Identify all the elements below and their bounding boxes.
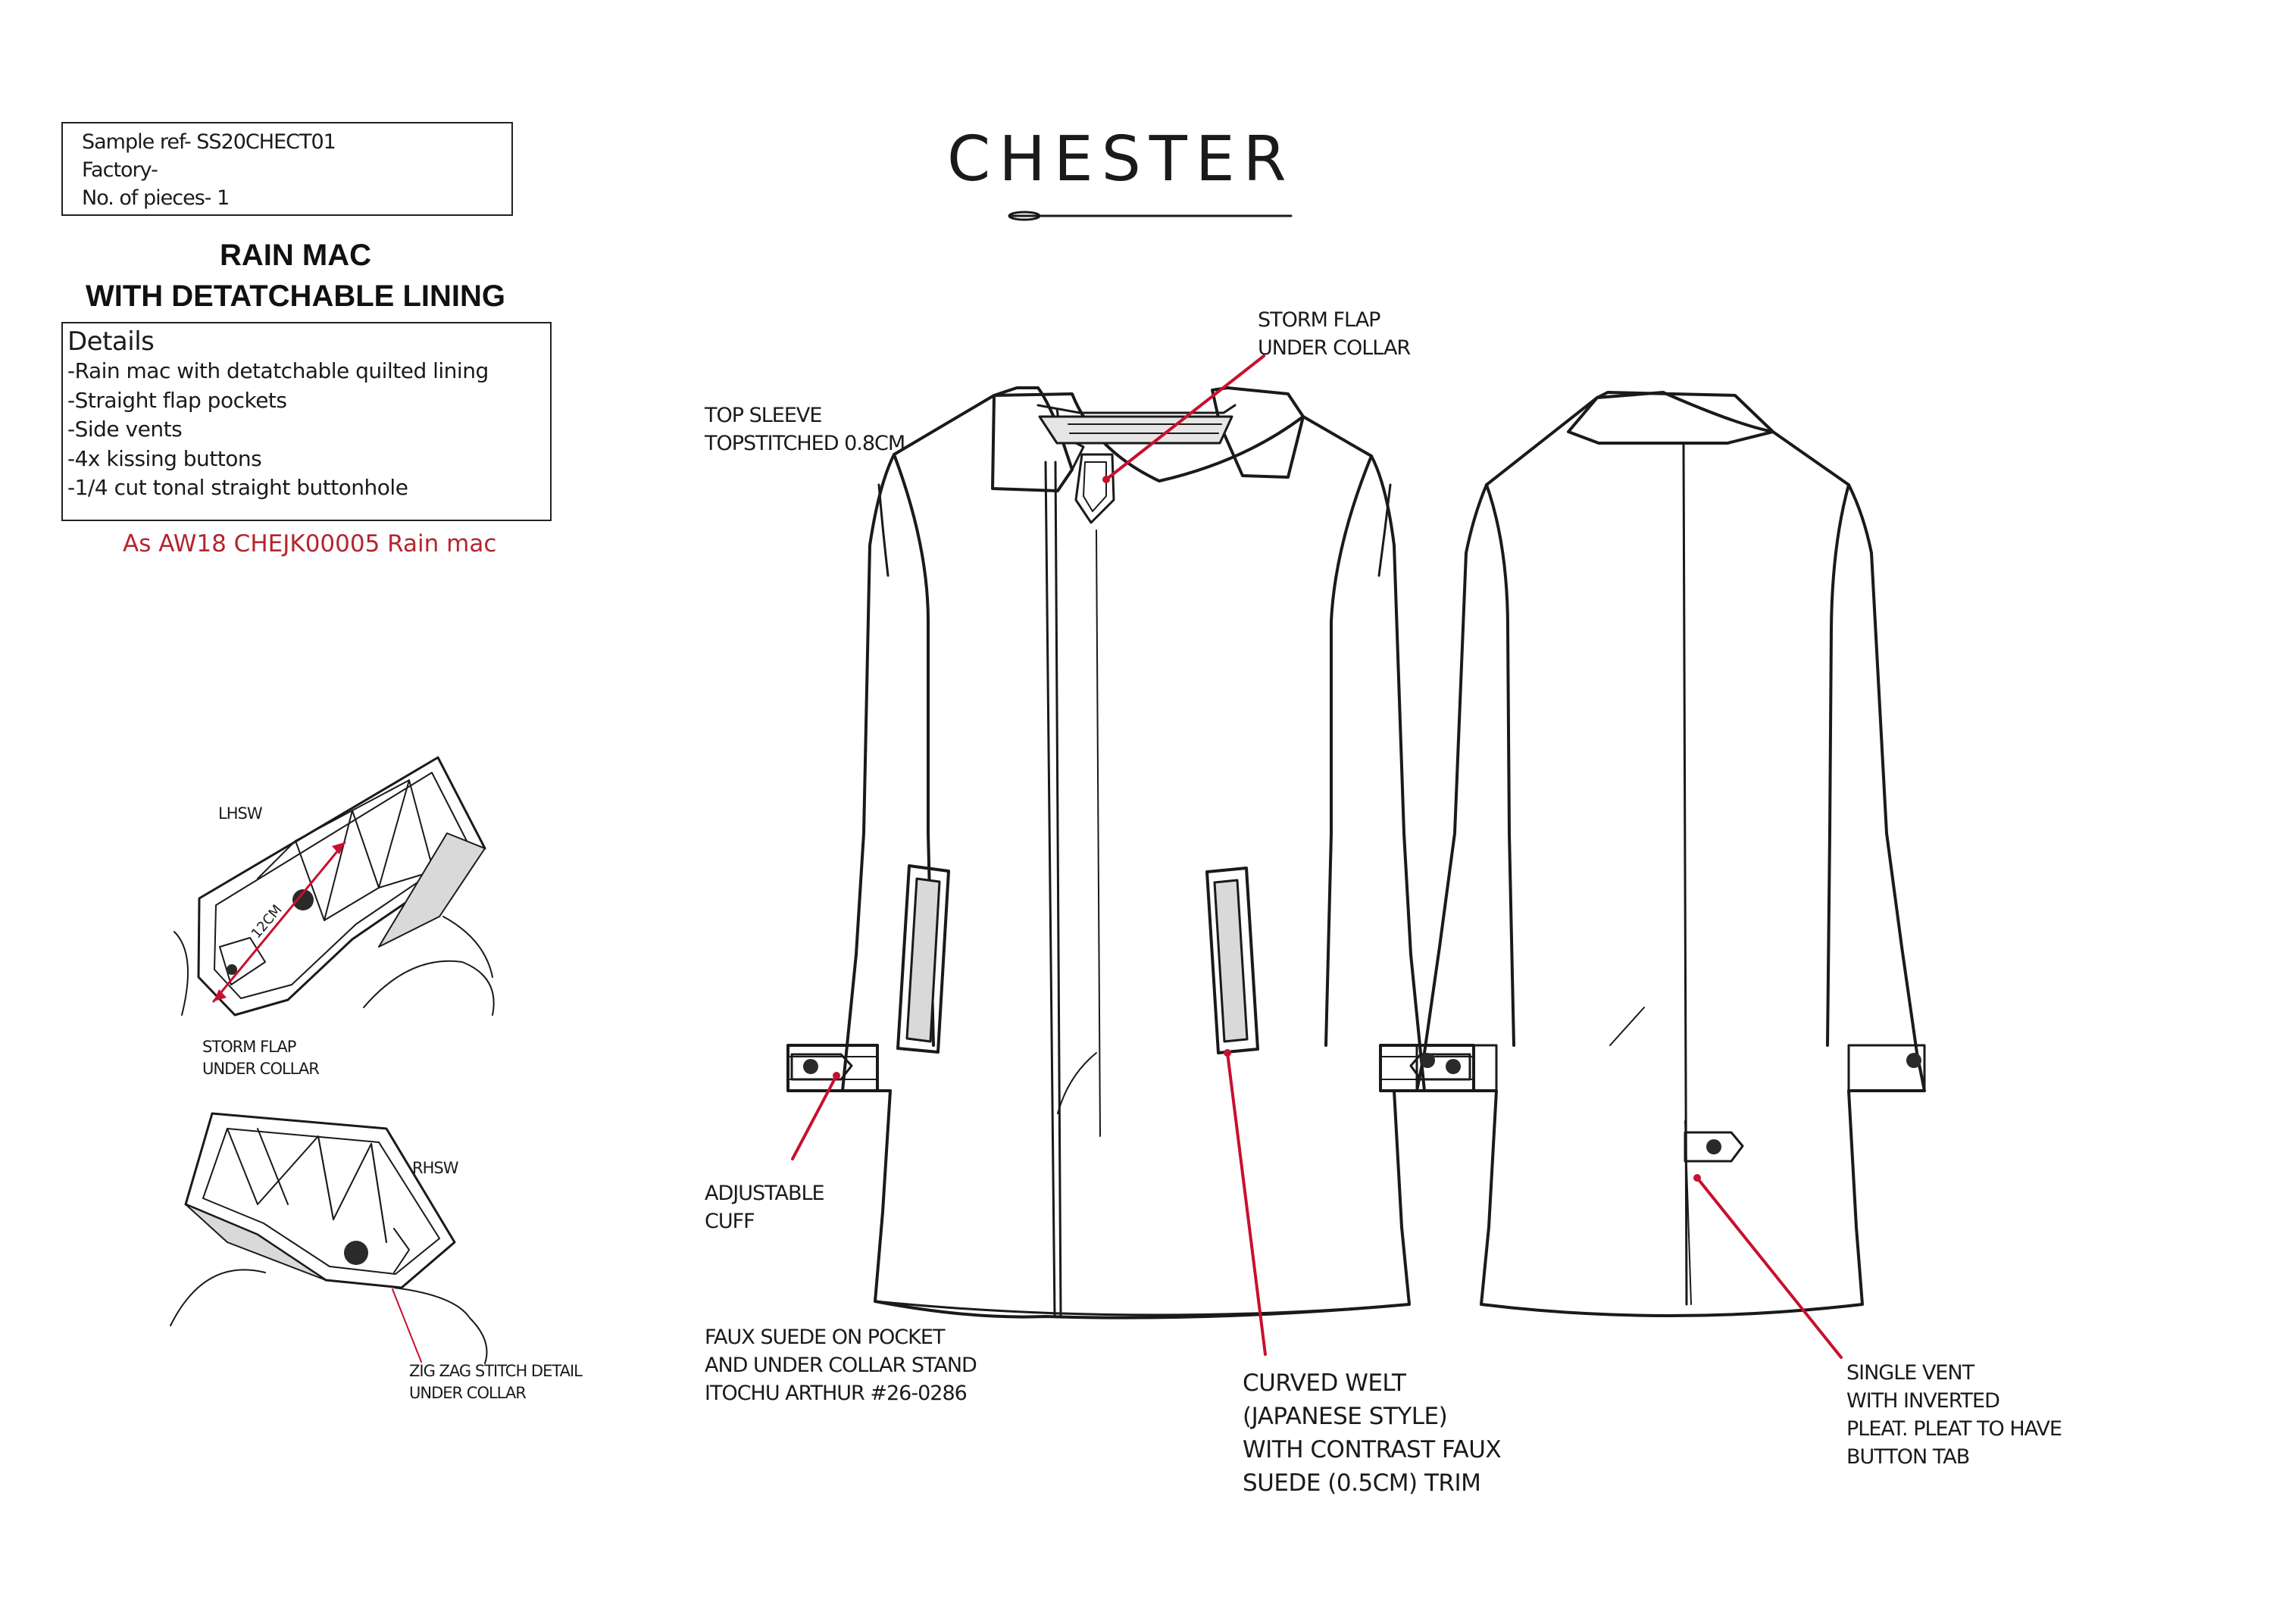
lhsw-detail-view — [174, 756, 495, 1017]
callout-top-sleeve: TOP SLEEVE TOPSTITCHED 0.8CM — [705, 404, 905, 455]
details-item: -Rain mac with detatchable quilted linin… — [67, 358, 489, 383]
zigzag-label: ZIG ZAG STITCH DETAIL UNDER COLLAR — [409, 1362, 583, 1402]
callout-curved-welt: CURVED WELT (JAPANESE STYLE) WITH CONTRA… — [1243, 1369, 1502, 1497]
rhsw-detail-view — [170, 1112, 488, 1364]
coat-back-view — [1415, 391, 1926, 1317]
details-item: -Straight flap pockets — [67, 387, 287, 413]
sample-ref: Sample ref- SS20CHECT01 — [82, 130, 336, 154]
callout-single-vent: SINGLE VENT WITH INVERTED PLEAT. PLEAT T… — [1846, 1361, 2062, 1469]
factory: Factory- — [82, 158, 158, 182]
details-item: -Side vents — [67, 417, 183, 442]
callout-faux-suede: FAUX SUEDE ON POCKET AND UNDER COLLAR ST… — [705, 1326, 977, 1405]
logo-needle-icon — [1008, 211, 1293, 221]
title-line-2: WITH DETATCHABLE LINING — [85, 280, 505, 313]
garment-title: RAIN MAC WITH DETATCHABLE LINING — [30, 235, 561, 317]
title-line-1: RAIN MAC — [220, 239, 371, 272]
num-pieces: No. of pieces- 1 — [82, 186, 230, 210]
brand-logo: CHESTER — [947, 123, 1295, 195]
details-item: -4x kissing buttons — [67, 445, 262, 471]
details-box: Details -Rain mac with detatchable quilt… — [61, 322, 552, 521]
callout-adjustable-cuff: ADJUSTABLE CUFF — [705, 1182, 825, 1233]
rhsw-label: RHSW — [412, 1159, 458, 1177]
coat-front-view — [786, 386, 1475, 1320]
reference-note: As AW18 CHEJK00005 Rain mac — [123, 530, 497, 557]
callout-lines — [212, 354, 1843, 1363]
callout-storm-flap: STORM FLAP UNDER COLLAR — [1258, 308, 1411, 360]
sample-info-box: Sample ref- SS20CHECT01 Factory- No. of … — [61, 122, 513, 216]
callout-dots — [214, 476, 1701, 1182]
details-heading: Details — [67, 326, 155, 357]
lhsw-label: LHSW — [218, 804, 263, 823]
detail-storm-flap-label: STORM FLAP UNDER COLLAR — [202, 1038, 320, 1078]
details-item: -1/4 cut tonal straight buttonhole — [67, 475, 408, 500]
